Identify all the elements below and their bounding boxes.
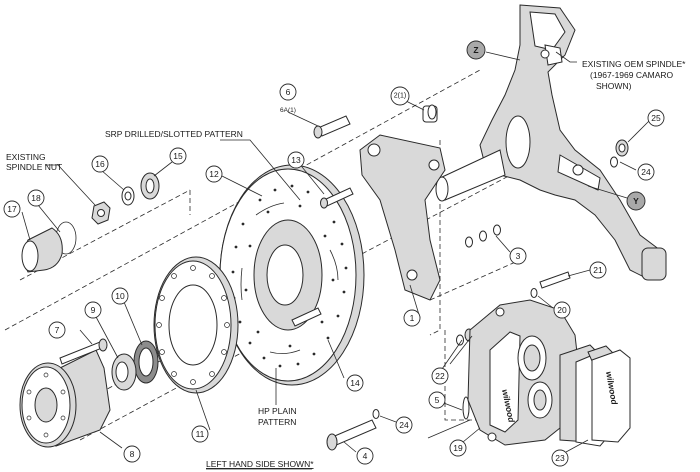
callout-number: 7 <box>55 325 60 335</box>
hub-stud-holes <box>26 372 66 438</box>
callout-number: 3 <box>516 251 521 261</box>
label-oem-spindle-line3: SHOWN) <box>596 81 632 91</box>
callout-25: 25 <box>647 109 665 127</box>
callout-number: 9 <box>91 305 96 315</box>
callout-y: Y <box>626 191 646 211</box>
brake-pads: wilwood <box>559 344 631 447</box>
callout-number: Y <box>633 196 639 206</box>
callout-24-lower: 24 <box>395 416 413 434</box>
callout-number: 24 <box>399 420 409 430</box>
callout-number: 14 <box>350 378 360 388</box>
caliper-bracket <box>359 134 446 301</box>
callout-number: 20 <box>557 305 567 315</box>
callout-10: 10 <box>111 287 129 305</box>
callout-13: 13 <box>287 151 305 169</box>
callout-number: 8 <box>130 449 135 459</box>
callouts: 1 2(1) 3 4 5 6 6A(1) 7 8 9 10 11 12 13 1… <box>3 40 665 467</box>
callout-number: 15 <box>173 151 183 161</box>
rotor-hat <box>153 256 239 394</box>
callout-number: 23 <box>555 453 565 463</box>
callout-11: 11 <box>191 425 209 443</box>
callout-7: 7 <box>48 321 66 339</box>
callout-number: 1 <box>410 313 415 323</box>
callout-number: 4 <box>363 451 368 461</box>
callout-number: 18 <box>31 193 41 203</box>
callout-number: 6 <box>286 87 291 97</box>
label-oem-spindle-line2: (1967-1969 CAMARO <box>590 70 674 80</box>
wheel-hub <box>19 349 111 448</box>
callout-4: 4 <box>356 447 374 465</box>
callout-number: Z <box>473 45 478 55</box>
callout-20: 20 <box>553 301 571 319</box>
callout-22: 22 <box>431 367 449 385</box>
callout-number: 21 <box>593 265 603 275</box>
callout-21: 21 <box>589 261 607 279</box>
wheel-stud <box>59 338 108 365</box>
hat-bolt-holes <box>156 265 230 385</box>
label-footer: LEFT HAND SIDE SHOWN* <box>206 459 314 469</box>
callout-14: 14 <box>346 374 364 392</box>
callout-z: Z <box>466 40 486 60</box>
callout-number: 2(1) <box>394 93 406 100</box>
callout-16: 16 <box>91 155 109 173</box>
callout-24-upper: 24 <box>637 163 655 181</box>
callout-15: 15 <box>169 147 187 165</box>
callout-number: 5 <box>435 395 440 405</box>
callout-18: 18 <box>27 189 45 207</box>
callout-3: 3 <box>509 247 527 265</box>
label-spindle-nut-line1: EXISTING <box>6 152 46 162</box>
callout-number: 10 <box>115 291 125 301</box>
callout-19: 19 <box>449 439 467 457</box>
seal-and-inner-bearing <box>111 340 159 391</box>
outer-bearing-stack <box>21 172 160 273</box>
callout-23: 23 <box>551 449 569 467</box>
label-hp-pattern-line2: PATTERN <box>258 417 296 427</box>
callout-number: 17 <box>7 204 17 214</box>
label-oem-spindle-line1: EXISTING OEM SPINDLE* <box>582 59 686 69</box>
callout-9: 9 <box>84 301 102 319</box>
callout-number: 16 <box>95 159 105 169</box>
callout-8: 8 <box>123 445 141 463</box>
leader-lines <box>21 51 651 453</box>
callout-number: 11 <box>196 429 205 439</box>
label-spindle-nut-line2: SPINDLE NUT <box>6 162 62 172</box>
callout-12: 12 <box>205 165 223 183</box>
text-labels: EXISTING SPINDLE NUT SRP DRILLED/SLOTTED… <box>6 59 686 470</box>
callout-1: 1 <box>403 309 421 327</box>
oem-spindle <box>435 4 667 281</box>
callout-number: 24 <box>641 167 651 177</box>
callout-number: 25 <box>651 113 661 123</box>
callout-17: 17 <box>3 200 21 218</box>
callout-5: 5 <box>428 391 446 409</box>
callout-2: 2(1) <box>390 86 410 106</box>
callout-6: 6 <box>279 83 297 101</box>
callout-number: 13 <box>291 155 301 165</box>
callout-number: 22 <box>435 371 445 381</box>
callout-6-sub: 6A(1) <box>280 107 296 114</box>
brake-rotor <box>219 164 365 386</box>
brake-caliper: wilwood <box>467 299 581 446</box>
callout-number: 19 <box>453 443 463 453</box>
callout-number: 12 <box>209 169 219 179</box>
label-srp-pattern: SRP DRILLED/SLOTTED PATTERN <box>105 129 243 139</box>
label-hp-pattern-line1: HP PLAIN <box>258 406 297 416</box>
